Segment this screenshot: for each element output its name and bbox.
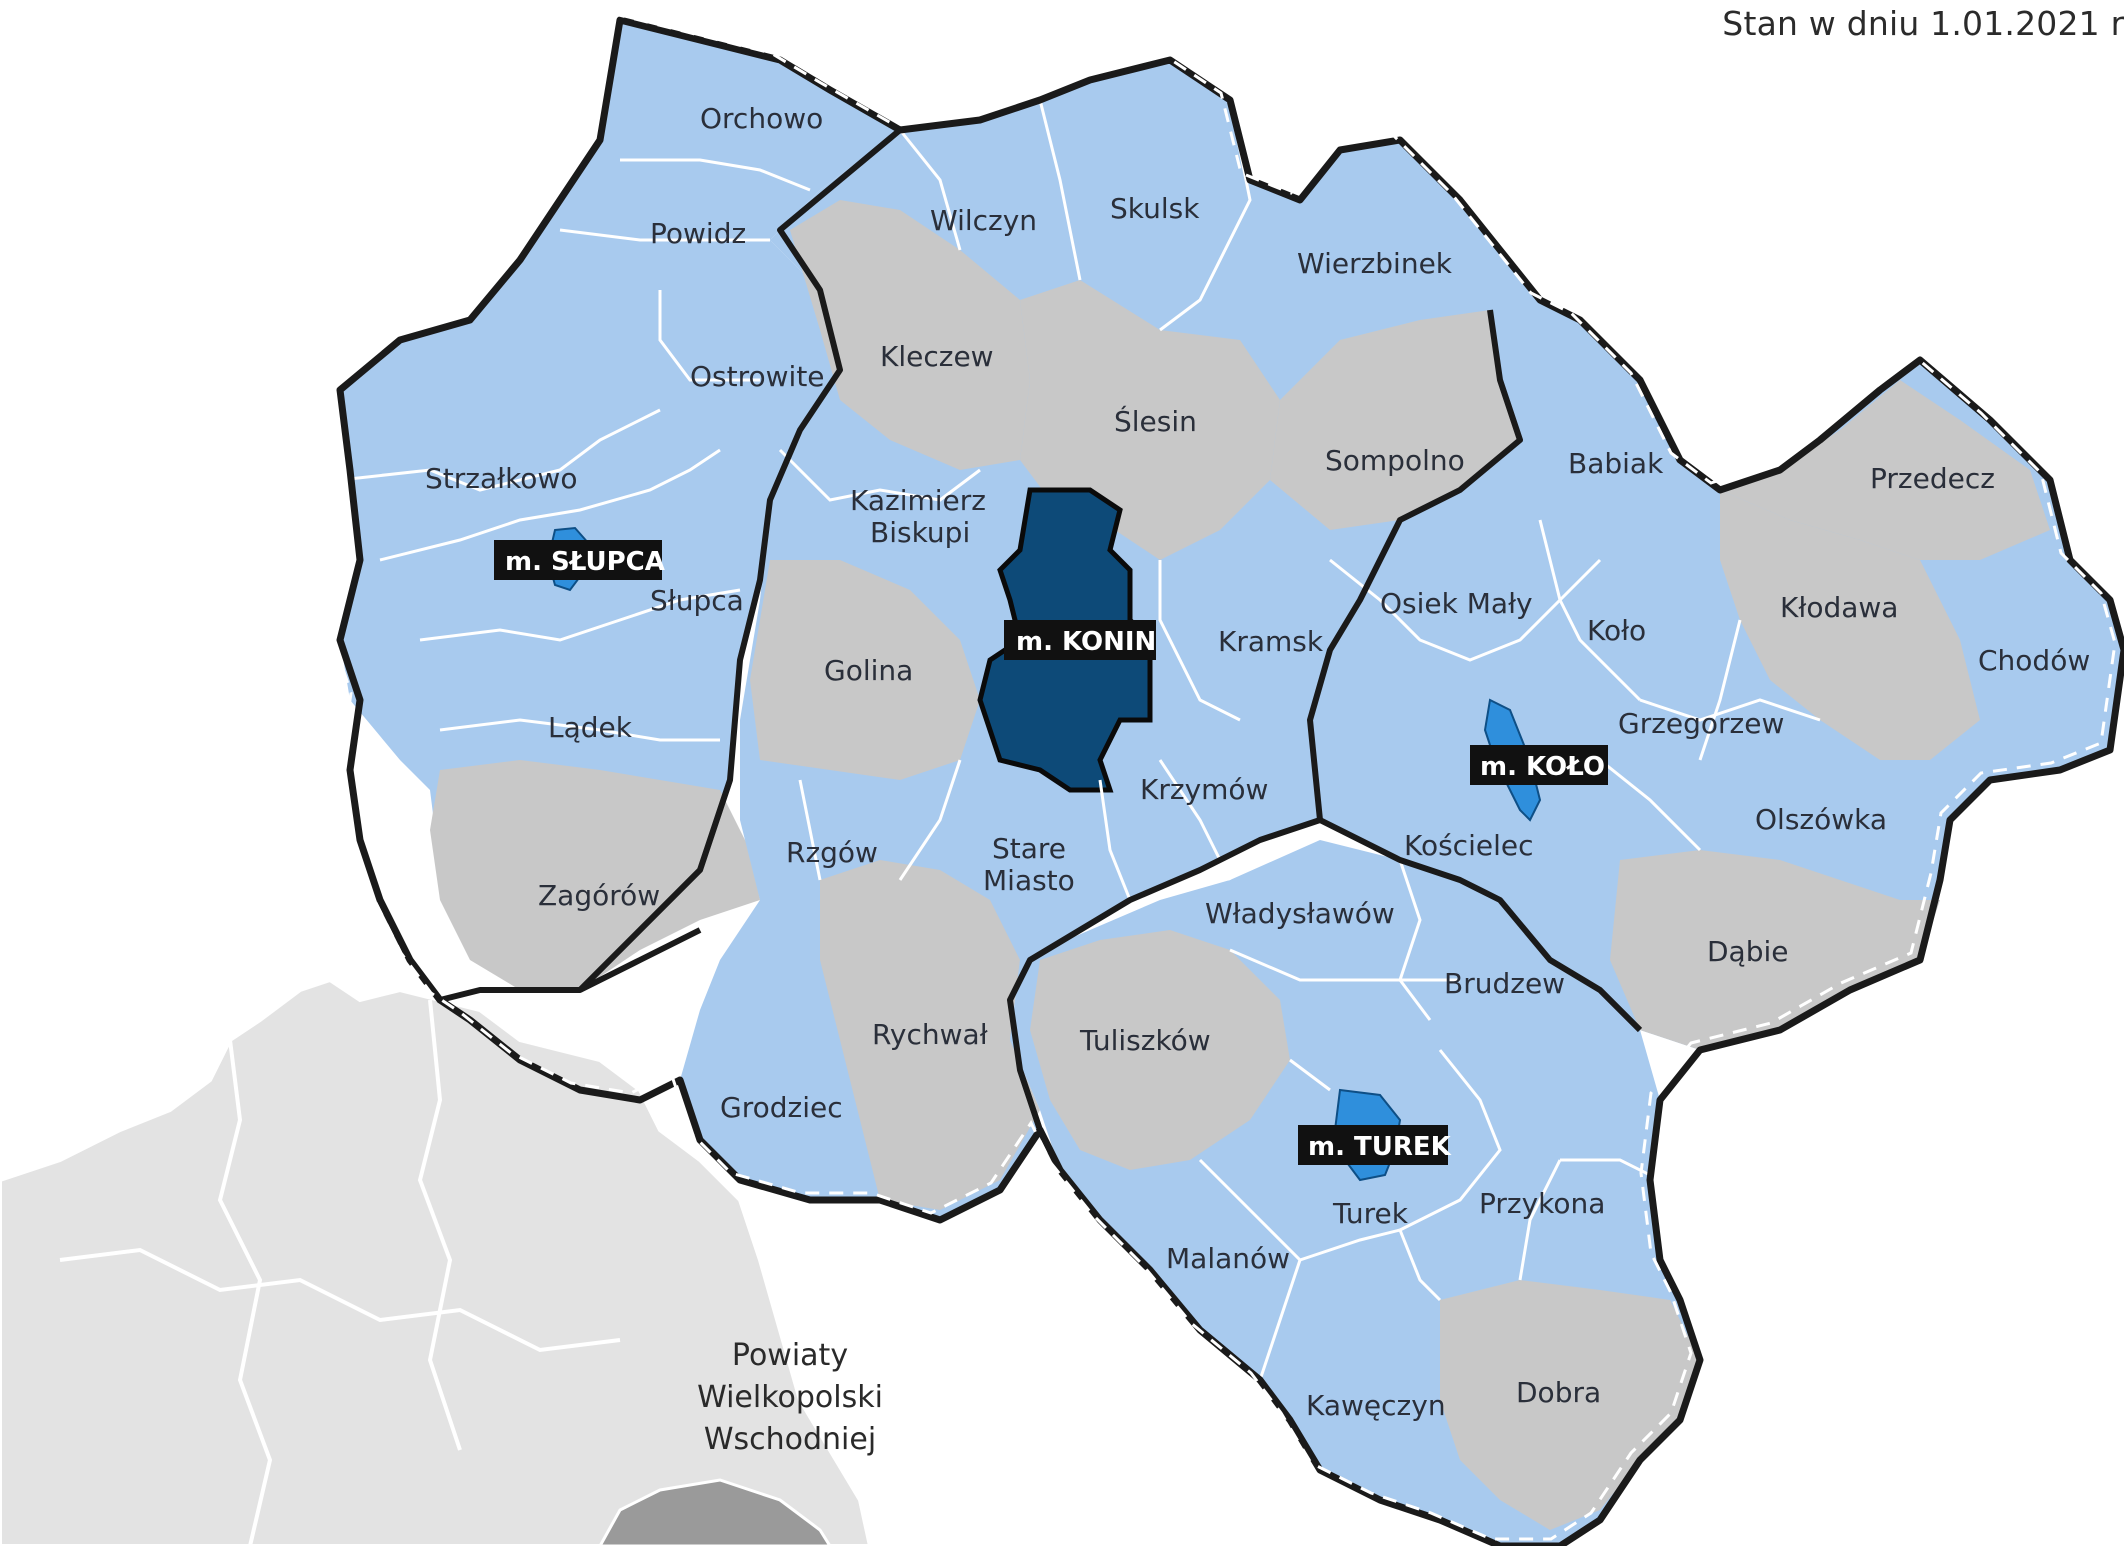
label-kramsk: Kramsk: [1218, 625, 1324, 658]
label-babiak: Babiak: [1568, 447, 1664, 480]
area-rychwal: [820, 860, 1040, 1210]
city-label-box: [1004, 620, 1156, 660]
label-powidz: Powidz: [650, 217, 746, 250]
area-sompolno: [1270, 310, 1520, 530]
label-wilczyn: Wilczyn: [930, 204, 1037, 237]
label-wladyslawow: Władysławów: [1205, 897, 1395, 930]
date-note: Stan w dniu 1.01.2021 r.: [1722, 4, 2124, 43]
label-orchowo: Orchowo: [700, 102, 823, 135]
label-stare-2: Miasto: [983, 864, 1075, 897]
label-kaweczyn: Kawęczyn: [1306, 1389, 1446, 1422]
background-lines: [59, 1247, 621, 1353]
area-kleczew: [790, 200, 1030, 470]
label-zagorow: Zagórów: [538, 879, 660, 912]
label-sompolno: Sompolno: [1325, 444, 1465, 477]
city-label-box: [494, 540, 662, 580]
label-rychwal: Rychwał: [872, 1018, 988, 1051]
label-kazimierz-1: Kazimierz: [850, 484, 986, 517]
label-strzalkowo: Strzałkowo: [425, 462, 577, 495]
city-label-kolo: m. KOŁO: [1480, 752, 1605, 782]
powiat-borders: [439, 127, 1643, 1131]
label-kazimierz-2: Biskupi: [870, 516, 970, 549]
map-caption: Powiaty Wielkopolski Wschodniej: [697, 1338, 883, 1457]
label-przedecz: Przedecz: [1870, 462, 1995, 495]
label-turek: Turek: [1332, 1197, 1409, 1230]
city-label-turek: m. TUREK: [1308, 1132, 1452, 1162]
caption-line-1: Powiaty: [732, 1338, 848, 1373]
label-koscielec: Kościelec: [1404, 829, 1534, 862]
label-malanow: Malanów: [1166, 1242, 1290, 1275]
label-kolo: Koło: [1587, 614, 1646, 647]
city-label-slupca: m. SŁUPCA: [505, 547, 665, 577]
city-label-box: [1298, 1125, 1448, 1165]
city-label-konin: m. KONIN: [1016, 627, 1156, 657]
label-przykona: Przykona: [1479, 1187, 1605, 1220]
label-dobra: Dobra: [1516, 1376, 1601, 1409]
caption-line-2: Wielkopolski: [697, 1380, 883, 1415]
label-chodow: Chodów: [1978, 644, 2090, 677]
label-grzegorzew: Grzegorzew: [1618, 707, 1784, 740]
caption-line-3: Wschodniej: [704, 1422, 876, 1457]
outer-border-dashed: [329, 11, 2117, 1541]
label-grodziec: Grodziec: [720, 1091, 843, 1124]
area-dobra: [1440, 1280, 1700, 1530]
label-golina: Golina: [824, 654, 913, 687]
label-slupca: Słupca: [650, 584, 744, 617]
background-region: [0, 977, 873, 1546]
area-tuliszkow: [1030, 930, 1290, 1170]
city-label-box: [1470, 745, 1608, 785]
area-slupca-west: [340, 20, 900, 990]
label-klodawa: Kłodawa: [1780, 591, 1898, 624]
label-rzgow: Rzgów: [786, 836, 878, 869]
city-labels: m. SŁUPCA m. KONIN m. KOŁO m. TUREK: [494, 540, 1608, 1165]
label-ostrowite: Ostrowite: [690, 360, 825, 393]
outer-border-solid: [336, 16, 2124, 1546]
label-brudzew: Brudzew: [1444, 967, 1565, 1000]
gmina-boundaries: [339, 99, 1821, 1381]
label-tuliszkow: Tuliszków: [1079, 1024, 1211, 1057]
background-lines: [217, 1039, 273, 1546]
gmina-labels: Orchowo Powidz Ostrowite Strzałkowo Słup…: [425, 102, 2090, 1422]
label-olszowka: Olszówka: [1755, 803, 1887, 836]
background-lines: [417, 999, 462, 1451]
label-dabie: Dąbie: [1707, 935, 1789, 968]
background-region-small: [598, 1478, 832, 1546]
label-slesin: Ślesin: [1114, 404, 1197, 438]
area-klodawa: [1720, 490, 1980, 760]
label-skulsk: Skulsk: [1110, 192, 1200, 225]
area-zagorow: [430, 760, 760, 990]
area-przedecz: [1720, 380, 2050, 560]
area-dabie: [1610, 850, 1940, 1050]
label-stare-1: Stare: [992, 832, 1066, 865]
label-wierzbinek: Wierzbinek: [1297, 247, 1453, 280]
label-krzymow: Krzymów: [1140, 773, 1268, 806]
label-osiek: Osiek Mały: [1380, 587, 1533, 620]
area-golina: [750, 560, 980, 780]
label-ladek: Lądek: [548, 711, 633, 744]
label-kleczew: Kleczew: [880, 340, 994, 373]
